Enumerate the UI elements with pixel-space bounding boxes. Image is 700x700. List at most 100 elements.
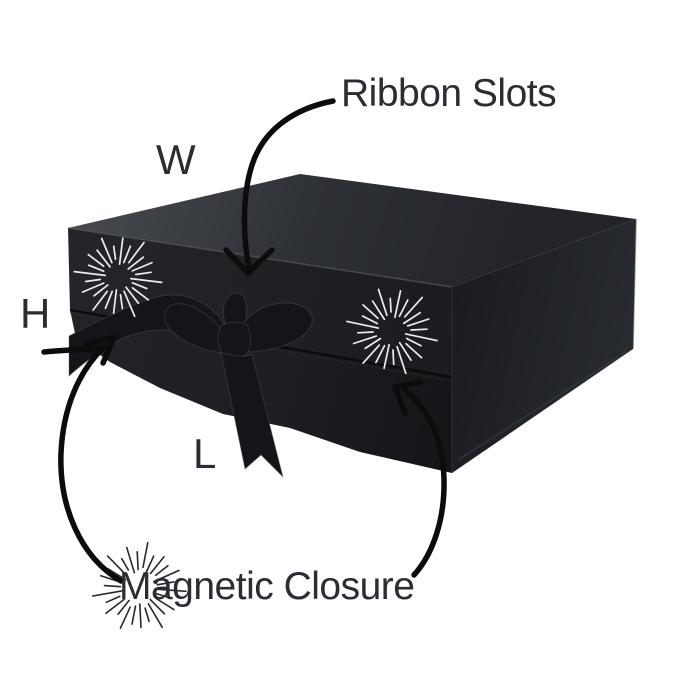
starburst-ray: [131, 261, 153, 272]
arrow-magnetic-left-curve: [58, 344, 124, 584]
starburst-ray: [364, 337, 382, 350]
starburst-ray: [144, 607, 150, 623]
starburst-ray: [156, 598, 175, 611]
starburst-ray: [155, 592, 173, 600]
starburst-ray: [126, 546, 136, 574]
label-ribbon-slots: Ribbon Slots: [341, 72, 557, 115]
starburst-ray: [377, 288, 388, 317]
ribbon-knot: [217, 321, 251, 358]
starburst-ray: [87, 253, 105, 268]
starburst-ray: [149, 598, 166, 615]
starburst-ray: [346, 320, 380, 329]
starburst-ray: [394, 290, 402, 319]
starburst-ray: [92, 290, 109, 311]
starburst-ray: [119, 606, 131, 630]
starburst-left-icon: [73, 237, 163, 318]
starburst-ray: [147, 603, 163, 629]
starburst-right-icon: [346, 288, 438, 375]
starburst-ray: [130, 277, 163, 284]
starburst-ray: [120, 557, 130, 571]
starburst-ray: [389, 297, 392, 313]
starburst-ray: [149, 555, 165, 575]
base-lip-highlight: [457, 351, 627, 461]
starburst-ray: [402, 311, 422, 325]
arrow-height-line: [41, 345, 101, 355]
starburst-ray: [73, 270, 106, 277]
ribbon-bow-top-loop: [223, 292, 248, 331]
starburst-ray: [396, 345, 407, 375]
annotation-arrows: [41, 98, 447, 584]
starburst-ray: [410, 328, 428, 331]
gift-box: [67, 174, 637, 479]
label-height: H: [20, 290, 50, 337]
ribbon-bow-right-loop: [242, 302, 313, 353]
front-top-edge-highlight: [67, 227, 453, 288]
box-right-face: [452, 219, 636, 473]
starburst-ray: [106, 567, 127, 581]
starburst-ray: [112, 245, 117, 261]
starburst-ray: [131, 281, 148, 290]
starburst-ray: [404, 333, 438, 342]
starburst-ray: [96, 249, 111, 268]
starburst-ray: [87, 264, 105, 273]
starburst-ray: [118, 237, 124, 265]
starburst-ray: [105, 595, 121, 604]
arrow-magnetic-right-head: [392, 379, 424, 416]
starburst-ray: [392, 349, 395, 366]
starburst-ray: [152, 569, 180, 583]
starburst-ray: [81, 282, 105, 293]
box-lid-front-panel: [68, 228, 452, 377]
starburst-ray: [142, 541, 149, 569]
starburst-ray: [356, 331, 374, 334]
starburst-ray: [398, 341, 412, 362]
starburst-ray: [139, 603, 142, 629]
arrow-magnetic-right-curve: [402, 387, 447, 578]
starburst-magnetic-icon: [91, 541, 187, 630]
label-magnetic-closure: Magnetic Closure: [119, 565, 415, 608]
starburst-ray: [405, 342, 423, 359]
starburst-ray: [156, 581, 175, 586]
starburst-ray: [154, 564, 169, 577]
starburst-ray: [383, 343, 390, 370]
starburst-ray: [406, 318, 430, 327]
starburst-ray: [117, 599, 130, 616]
label-length: L: [193, 430, 216, 477]
ribbon-bow-left-loop: [163, 303, 226, 354]
starburst-ray: [405, 337, 422, 347]
starburst-ray: [131, 605, 137, 625]
starburst-ray: [403, 296, 424, 318]
starburst-ray: [362, 304, 379, 320]
starburst-ray: [134, 271, 152, 276]
label-width: W: [156, 136, 196, 183]
arrow-ribbon-slots-head: [223, 247, 275, 276]
starburst-ray: [154, 588, 187, 593]
arrow-height-head: [84, 334, 117, 366]
starburst-ray: [100, 237, 113, 264]
starburst-ray: [93, 284, 109, 297]
right-back-edge-highlight: [632, 218, 637, 350]
starburst-ray: [123, 290, 136, 318]
starburst-ray: [103, 584, 122, 588]
starburst-ray: [144, 555, 155, 575]
starburst-ray: [104, 290, 114, 310]
starburst-ray: [125, 286, 140, 305]
starburst-ray: [84, 278, 102, 283]
starburst-ray: [91, 589, 124, 597]
starburst-ray: [131, 286, 150, 301]
starburst-ray: [371, 300, 386, 321]
starburst-ray: [106, 555, 127, 576]
starburst-ray: [398, 299, 409, 318]
starburst-ray: [127, 241, 145, 264]
starburst-ray: [361, 315, 379, 325]
starburst-ray: [122, 245, 132, 264]
arrow-ribbon-slots-curve: [241, 98, 336, 271]
starburst-ray: [119, 293, 124, 310]
starburst-ray: [375, 344, 386, 364]
starburst-ray: [352, 335, 378, 345]
starburst-ray: [362, 344, 381, 364]
ribbon: [68, 292, 313, 479]
starburst-ray: [136, 550, 139, 571]
starburst-ray: [127, 256, 145, 270]
